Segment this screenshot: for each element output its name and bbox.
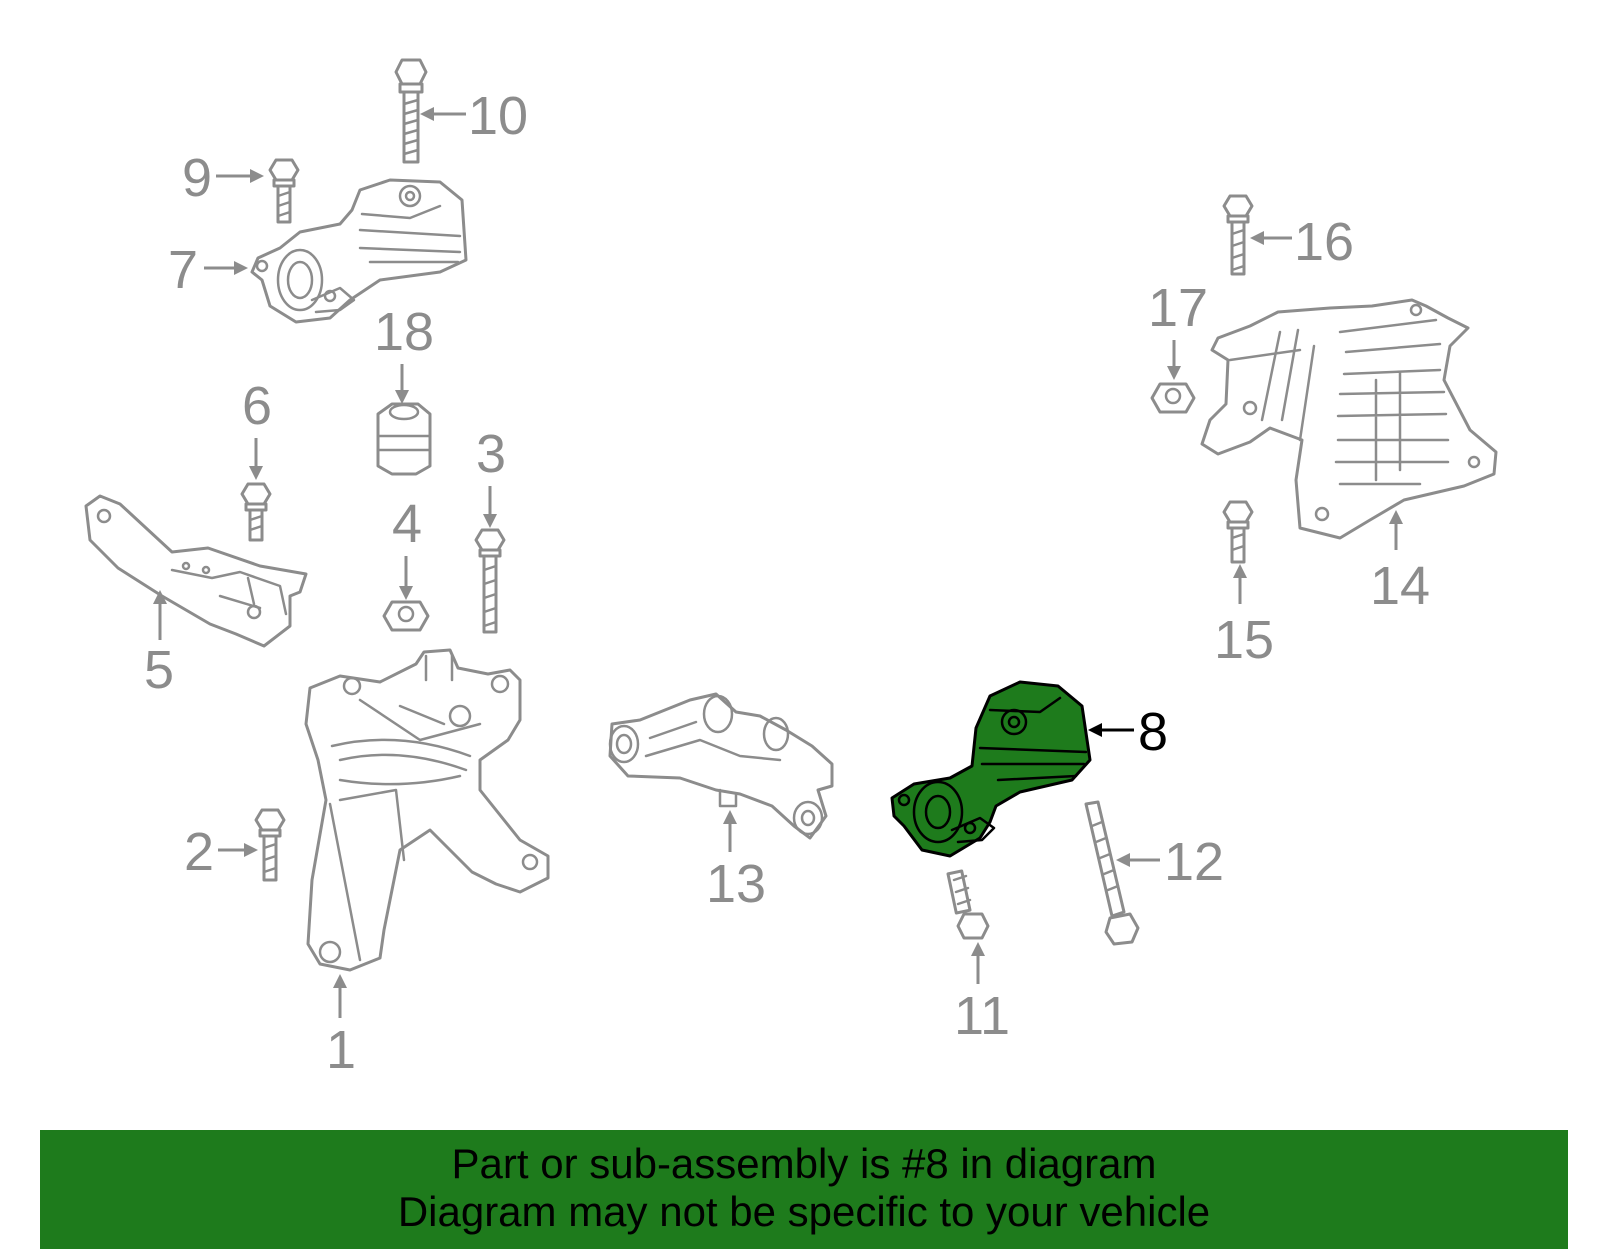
part-7-torque-mount[interactable] — [250, 178, 468, 324]
part-11-bolt[interactable] — [946, 869, 990, 940]
part-8-torque-rod-mount[interactable] — [890, 680, 1092, 858]
callout-1: 1 — [326, 1020, 356, 1080]
part-1-mount-bracket[interactable] — [304, 648, 550, 972]
info-banner: Part or sub-assembly is #8 in diagram Di… — [40, 1130, 1568, 1249]
leader-lines — [153, 107, 1403, 1018]
callout-12: 12 — [1164, 832, 1224, 892]
part-18-bushing[interactable] — [376, 402, 432, 476]
callout-16: 16 — [1294, 212, 1354, 272]
banner-line-part-info: Part or sub-assembly is #8 in diagram — [451, 1140, 1157, 1187]
part-16-bolt[interactable] — [1222, 194, 1254, 276]
callout-11: 11 — [954, 986, 1010, 1046]
part-12-bolt[interactable] — [1084, 800, 1140, 946]
callout-5: 5 — [144, 640, 174, 700]
part-3-bolt[interactable] — [474, 528, 506, 634]
callout-3: 3 — [476, 424, 506, 484]
callout-15: 15 — [1214, 610, 1274, 670]
callout-13: 13 — [706, 854, 766, 914]
callout-17: 17 — [1148, 278, 1208, 338]
callout-18: 18 — [374, 302, 434, 362]
callout-10: 10 — [468, 86, 528, 146]
part-2-bolt[interactable] — [254, 808, 286, 882]
callout-7: 7 — [168, 240, 198, 300]
callout-14: 14 — [1370, 556, 1430, 616]
callout-8-highlighted: 8 — [1138, 702, 1168, 762]
part-4-nut[interactable] — [382, 600, 430, 632]
part-10-bolt[interactable] — [394, 58, 428, 164]
part-5-bracket[interactable] — [84, 494, 308, 648]
part-9-bolt[interactable] — [268, 158, 300, 224]
parts-diagram: 1 2 3 4 5 6 7 8 9 10 11 12 13 14 15 16 1… — [84, 58, 1498, 1080]
part-6-bolt[interactable] — [240, 482, 272, 542]
callout-6: 6 — [242, 376, 272, 436]
callout-2: 2 — [184, 822, 214, 882]
part-15-bolt[interactable] — [1222, 500, 1254, 564]
part-17-nut[interactable] — [1150, 382, 1196, 414]
part-13-bracket[interactable] — [608, 692, 834, 840]
callout-9: 9 — [182, 148, 212, 208]
part-14-engine-mount[interactable] — [1200, 298, 1498, 540]
callout-4: 4 — [392, 494, 422, 554]
banner-line-disclaimer: Diagram may not be specific to your vehi… — [397, 1188, 1211, 1235]
callout-labels: 1 2 3 4 5 6 7 8 9 10 11 12 13 14 15 16 1… — [144, 86, 1430, 1080]
